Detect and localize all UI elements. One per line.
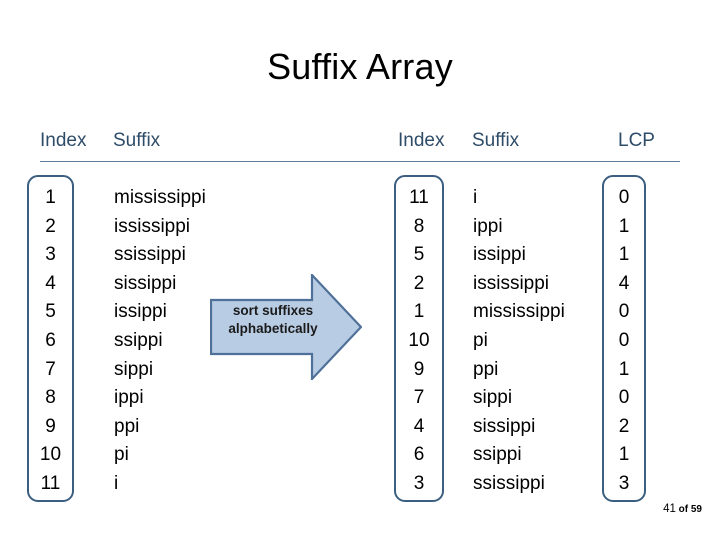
table-cell-suffix: mississippi [114, 187, 206, 208]
left-table-header-index: Index [40, 130, 87, 151]
right-table-lcp-column: 0 1 1 4 0 0 1 0 2 1 3 [602, 184, 646, 499]
sort-arrow-shape [210, 274, 362, 380]
table-cell-suffix: i [114, 472, 119, 494]
table-cell-lcp: 3 [618, 472, 630, 494]
table-cell-lcp: 4 [618, 272, 630, 294]
right-table-header-index: Index [398, 130, 445, 151]
table-cell-index: 1 [413, 301, 425, 323]
table-cell-lcp: 0 [618, 187, 630, 208]
page-title: Suffix Array [267, 46, 453, 87]
header-divider-rule [40, 161, 680, 162]
table-cell-index: 6 [45, 329, 56, 351]
table-cell-index: 7 [45, 358, 56, 380]
table-cell-index: 5 [413, 244, 425, 266]
table-cell-index: 1 [45, 187, 56, 208]
table-cell-suffix: ssissippi [473, 472, 545, 494]
table-cell-index: 3 [45, 244, 56, 266]
sort-arrow-label-line2: alphabetically [228, 321, 318, 336]
table-cell-lcp: 0 [618, 329, 630, 351]
table-cell-index: 4 [45, 272, 56, 294]
table-cell-index: 2 [413, 272, 425, 294]
table-cell-suffix: issippi [114, 301, 167, 323]
right-table-index-column: 11 8 5 2 1 10 9 7 4 6 3 [394, 184, 444, 499]
table-cell-suffix: sippi [114, 358, 154, 380]
table-cell-index: 11 [40, 472, 61, 494]
table-cell-index: 2 [45, 215, 56, 237]
table-cell-suffix: sippi [473, 387, 513, 409]
table-cell-lcp: 1 [618, 244, 630, 266]
table-cell-index: 5 [45, 301, 56, 323]
table-cell-suffix: i [473, 187, 478, 208]
page-number-total: of 59 [675, 504, 702, 515]
table-cell-index: 10 [408, 329, 430, 351]
table-cell-suffix: ssippi [473, 444, 522, 466]
table-cell-suffix: sissippi [114, 272, 177, 294]
table-cell-index: 9 [413, 358, 425, 380]
right-index-highlight-box [394, 175, 444, 502]
table-cell-suffix: ississippi [473, 272, 550, 294]
right-table-header-lcp: LCP [618, 130, 655, 151]
left-index-highlight-box [27, 175, 74, 502]
table-cell-index: 6 [413, 444, 425, 466]
table-cell-suffix: ssippi [114, 329, 163, 351]
lcp-highlight-box [602, 175, 646, 502]
table-cell-lcp: 1 [618, 444, 630, 466]
right-table-suffix-column: i ippi issippi ississippi mississippi pi ppi si… [473, 184, 653, 499]
table-cell-index: 4 [413, 415, 425, 437]
table-cell-index: 8 [45, 387, 56, 409]
sort-arrow-label: sort suffixes alphabetically [218, 302, 328, 338]
table-cell-lcp: 0 [618, 301, 630, 323]
table-cell-suffix: ississippi [114, 215, 191, 237]
table-cell-suffix: ippi [473, 215, 503, 237]
table-cell-index: 7 [413, 387, 425, 409]
table-cell-index: 3 [413, 472, 425, 494]
table-cell-lcp: 2 [618, 415, 630, 437]
table-cell-suffix: ippi [114, 387, 144, 409]
table-cell-index: 9 [45, 415, 56, 437]
page-number-current: 41 [663, 503, 676, 515]
table-cell-suffix: mississippi [473, 301, 565, 323]
table-cell-suffix: ppi [473, 358, 499, 380]
sort-arrow-label-line1: sort suffixes [232, 303, 314, 318]
table-cell-lcp: 1 [618, 215, 630, 237]
table-cell-lcp: 0 [618, 387, 630, 409]
table-cell-index: 11 [409, 187, 429, 208]
table-cell-suffix: ssissippi [114, 244, 186, 266]
left-table-header-suffix: Suffix [113, 130, 161, 151]
table-cell-lcp: 1 [618, 358, 630, 380]
page-number: 41 of 59 [663, 503, 702, 515]
table-cell-index: 10 [39, 444, 62, 466]
table-cell-suffix: issippi [473, 244, 526, 266]
table-cell-suffix: pi [473, 329, 488, 351]
table-cell-suffix: sissippi [473, 415, 536, 437]
right-table-header-suffix: Suffix [472, 130, 520, 151]
table-cell-suffix: pi [114, 444, 129, 466]
table-cell-suffix: ppi [114, 415, 140, 437]
left-table-index-column: 1 2 3 4 5 6 7 8 9 10 11 [27, 184, 74, 499]
table-cell-index: 8 [413, 215, 425, 237]
